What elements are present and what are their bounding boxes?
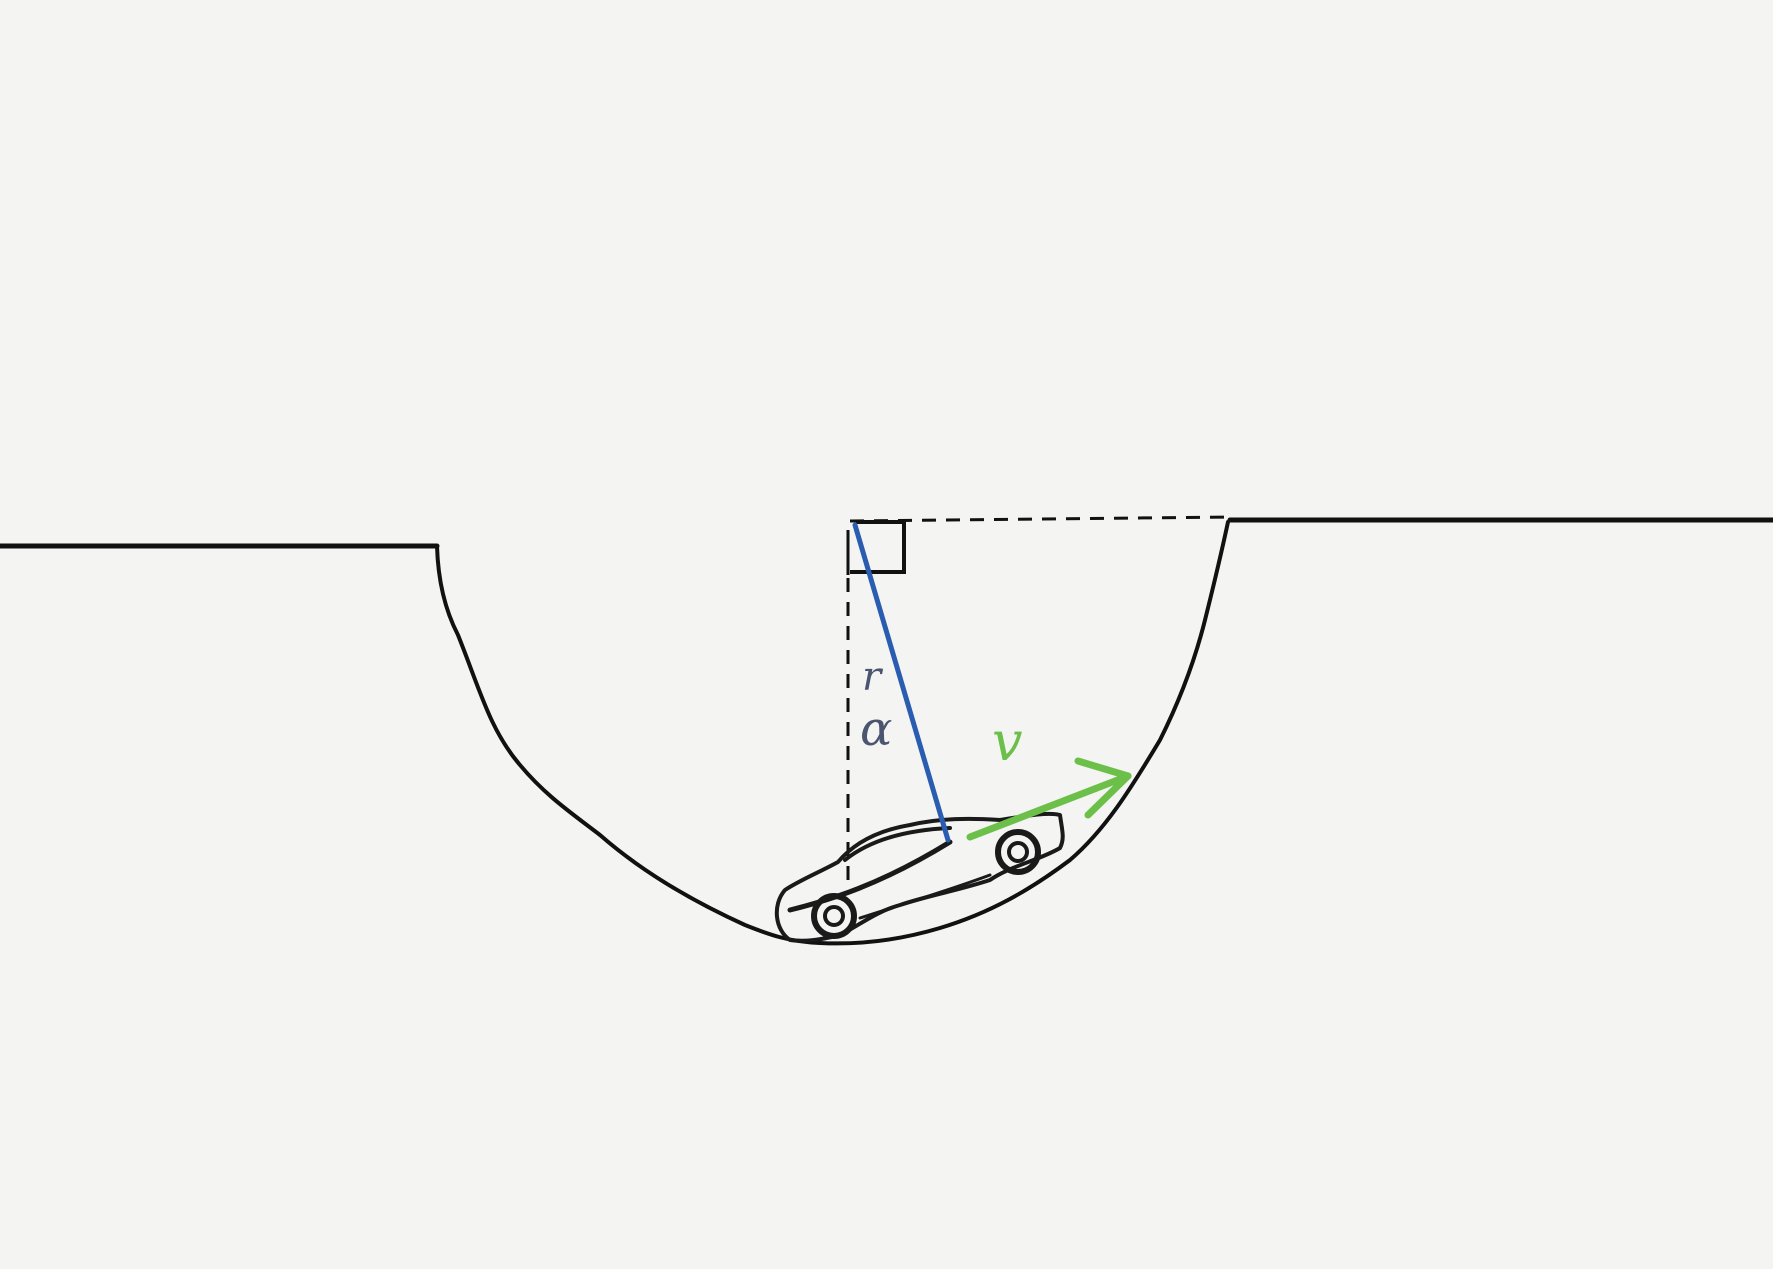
angle-label: α xyxy=(860,701,892,757)
ground-with-circular-dip xyxy=(0,517,1773,946)
radius-line xyxy=(852,522,951,843)
reference-lines xyxy=(846,515,1231,880)
horizontal-reference-line xyxy=(849,515,1231,523)
radius-label: r xyxy=(862,654,884,700)
car-wheel-front-hub xyxy=(1007,841,1029,863)
car-wheel-front xyxy=(995,829,1041,875)
car-wheel-rear-hub xyxy=(823,905,845,927)
velocity-arrow xyxy=(966,757,1132,841)
car-roof xyxy=(843,826,952,862)
circular-dip xyxy=(435,520,1230,946)
car xyxy=(774,811,1065,943)
car-underside xyxy=(858,873,992,920)
car-wheel-rear xyxy=(811,893,857,939)
right-angle-marker xyxy=(850,520,906,574)
velocity-arrow-head xyxy=(1074,757,1132,819)
velocity-label: v xyxy=(992,710,1023,773)
car-beltline xyxy=(787,839,953,913)
velocity-arrow-shaft xyxy=(966,772,1132,841)
